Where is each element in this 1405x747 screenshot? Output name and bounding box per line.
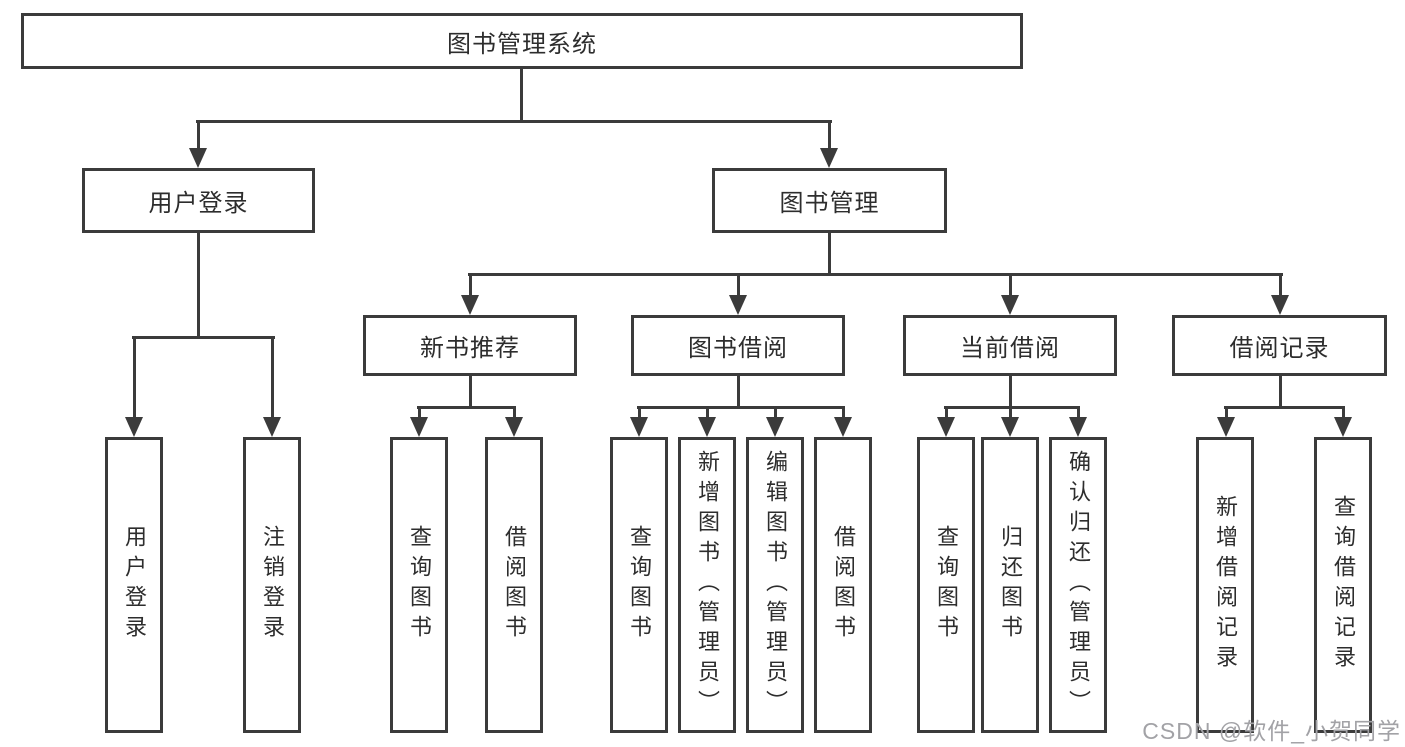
connector-borrow-rail: [637, 406, 845, 409]
connector-l3-record-stem: [1279, 273, 1282, 297]
leaf-confirm-return-admin: 确认归还（管理员）: [1049, 437, 1107, 733]
connector-leaf-stem: [842, 406, 845, 419]
node-current-borrow: 当前借阅: [903, 315, 1117, 376]
node-book-management: 图书管理: [712, 168, 947, 233]
connector-l3-borrow-stem: [737, 273, 740, 297]
connector-leaf-stem: [1077, 406, 1080, 419]
connector-leaf-stem: [1225, 406, 1228, 419]
leaf-return-book: 归还图书: [981, 437, 1039, 733]
connector-leaf-stem: [1009, 406, 1012, 419]
connector-mgmt-stub: [828, 233, 831, 276]
connector-current-stub: [1009, 376, 1012, 409]
connector-record-rail: [1224, 406, 1345, 409]
connector-leaf-stem: [706, 406, 709, 419]
arrowhead-leaf: [1334, 417, 1352, 437]
arrowhead-leaf: [1001, 417, 1019, 437]
connector-borrow-stub: [737, 376, 740, 409]
watermark: CSDN @软件_小贺同学: [1142, 718, 1401, 744]
connector-level2-rail: [196, 120, 832, 123]
node-root: 图书管理系统: [21, 13, 1023, 69]
connector-leaf-stem: [638, 406, 641, 419]
arrowhead-l3-current: [1001, 295, 1019, 315]
connector-user-leaf2-stem: [271, 336, 274, 419]
connector-root-stem: [520, 69, 523, 123]
leaf-query-borrow-record: 查询借阅记录: [1314, 437, 1372, 733]
connector-leaf-stem: [1342, 406, 1345, 419]
arrowhead-user-leaf2: [263, 417, 281, 437]
connector-user-stub: [197, 233, 200, 339]
arrowhead-leaf: [766, 417, 784, 437]
leaf-add-borrow-record: 新增借阅记录: [1196, 437, 1254, 733]
connector-l3-newbook-stem: [469, 273, 472, 297]
node-borrow-records: 借阅记录: [1172, 315, 1387, 376]
leaf-query-books-current: 查询图书: [917, 437, 975, 733]
arrowhead-leaf: [630, 417, 648, 437]
node-user-login: 用户登录: [82, 168, 315, 233]
arrowhead-leaf: [1069, 417, 1087, 437]
arrowhead-user: [189, 148, 207, 168]
arrowhead-user-leaf1: [125, 417, 143, 437]
arrowhead-leaf: [834, 417, 852, 437]
connector-leaf-stem: [774, 406, 777, 419]
connector-mgmt-arrow-stem: [828, 120, 831, 150]
arrowhead-l3-record: [1271, 295, 1289, 315]
connector-current-rail: [944, 406, 1080, 409]
connector-user-arrow-stem: [197, 120, 200, 150]
connector-leaf-stem: [945, 406, 948, 419]
leaf-logout: 注销登录: [243, 437, 301, 733]
node-new-book-recommend: 新书推荐: [363, 315, 577, 376]
arrowhead-leaf: [1217, 417, 1235, 437]
connector-record-stub: [1279, 376, 1282, 409]
arrowhead-l3-newbook: [461, 295, 479, 315]
leaf-query-books-newbook: 查询图书: [390, 437, 448, 733]
leaf-user-login: 用户登录: [105, 437, 163, 733]
leaf-edit-book-admin: 编辑图书（管理员）: [746, 437, 804, 733]
arrowhead-l3-borrow: [729, 295, 747, 315]
leaf-add-book-admin: 新增图书（管理员）: [678, 437, 736, 733]
connector-user-rail: [132, 336, 275, 339]
arrowhead-leaf: [937, 417, 955, 437]
arrowhead-leaf: [698, 417, 716, 437]
connector-newbook-rail: [417, 406, 516, 409]
connector-leaf-stem: [418, 406, 421, 419]
leaf-borrow-books-newbook: 借阅图书: [485, 437, 543, 733]
leaf-borrow-books: 借阅图书: [814, 437, 872, 733]
connector-level3-rail: [468, 273, 1283, 276]
arrowhead-leaf: [410, 417, 428, 437]
arrowhead-leaf: [505, 417, 523, 437]
node-book-borrow: 图书借阅: [631, 315, 845, 376]
connector-newbook-stub: [469, 376, 472, 409]
connector-leaf-stem: [513, 406, 516, 419]
arrowhead-mgmt: [820, 148, 838, 168]
connector-l3-current-stem: [1009, 273, 1012, 297]
connector-user-leaf1-stem: [133, 336, 136, 419]
leaf-query-books-borrow: 查询图书: [610, 437, 668, 733]
